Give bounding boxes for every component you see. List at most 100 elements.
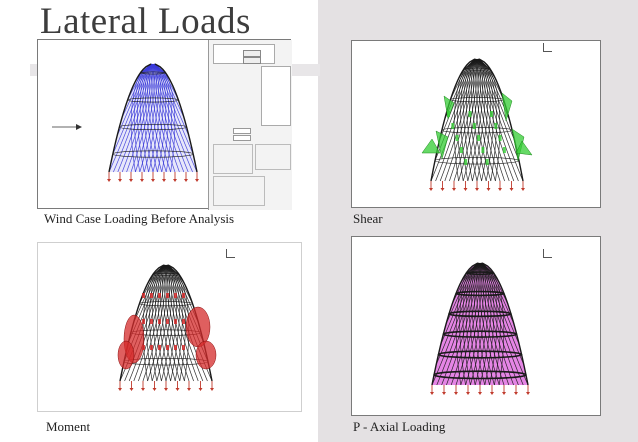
support-arrow — [430, 392, 434, 395]
dialog-factors-group[interactable] — [213, 176, 265, 206]
lattice-member — [430, 58, 477, 182]
lattice-member — [435, 58, 477, 182]
support-arrow — [140, 179, 144, 182]
wind-case-viewport[interactable] — [37, 39, 292, 210]
support-arrow — [466, 392, 470, 395]
support-arrow — [107, 179, 111, 182]
moment-marker — [174, 319, 177, 324]
support-arrow — [442, 392, 446, 395]
shear-diagram — [435, 130, 449, 160]
lattice-member — [139, 63, 157, 173]
moment-viewport[interactable] — [37, 242, 302, 412]
lattice-member — [481, 262, 498, 386]
lattice-member — [154, 63, 173, 173]
wind-caption: Wind Case Loading Before Analysis — [44, 211, 235, 226]
lattice-member — [481, 262, 505, 386]
support-arrow — [502, 392, 506, 395]
support-arrow — [118, 388, 122, 391]
support-arrow — [195, 179, 199, 182]
lattice-member — [441, 262, 480, 386]
shear-marker — [485, 159, 489, 165]
shear-viewport[interactable] — [351, 40, 601, 208]
lattice-member — [439, 58, 477, 141]
support-arrow — [440, 188, 445, 191]
support-arrow — [141, 388, 145, 391]
lattice-member — [133, 264, 165, 324]
lattice-member — [154, 63, 167, 173]
moment-marker — [158, 293, 161, 298]
lattice-member — [112, 63, 153, 155]
support-arrow — [151, 179, 155, 182]
moment-structure-drawing — [117, 264, 217, 391]
moment-diagram — [195, 340, 217, 370]
moment-marker — [174, 345, 177, 350]
shear-marker — [468, 111, 472, 117]
support-arrow — [173, 179, 177, 182]
lattice-member — [161, 264, 175, 382]
lattice-member — [472, 58, 486, 182]
lattice-member — [440, 262, 479, 345]
dialog-field-1[interactable] — [233, 128, 251, 134]
lattice-member — [446, 262, 481, 386]
moment-marker — [142, 293, 145, 298]
lattice-member — [481, 262, 495, 386]
lattice-member — [116, 63, 153, 137]
shear-marker — [481, 147, 485, 153]
dialog-button-a[interactable] — [243, 50, 261, 57]
support-arrow — [152, 388, 157, 391]
moment-marker — [174, 293, 177, 298]
lattice-member — [435, 262, 480, 365]
axial-viewport[interactable] — [351, 236, 601, 416]
support-arrow — [210, 388, 214, 391]
support-arrow — [498, 188, 502, 191]
lattice-member — [478, 58, 497, 182]
dialog-button-b[interactable] — [243, 57, 261, 64]
lattice-group — [107, 63, 199, 182]
moment-diagram — [117, 340, 135, 370]
support-arrow — [118, 179, 122, 182]
moment-marker — [150, 319, 153, 324]
moment-marker — [150, 293, 153, 298]
axis-triad-icon — [543, 249, 552, 258]
dialog-options-group[interactable] — [213, 144, 253, 174]
shear-marker — [490, 111, 493, 117]
lattice-member — [117, 63, 153, 173]
lattice-member — [450, 262, 481, 386]
moment-marker — [158, 345, 161, 350]
lattice-member — [477, 58, 524, 182]
support-arrow — [514, 392, 518, 395]
moment-marker — [182, 293, 185, 298]
lattice-member — [130, 63, 154, 173]
moment-marker — [166, 293, 169, 298]
support-arrow — [129, 388, 134, 391]
lattice-member — [156, 264, 173, 382]
moment-marker — [182, 345, 185, 350]
lattice-member — [462, 58, 482, 182]
moment-marker — [142, 319, 145, 324]
lattice-member — [439, 58, 477, 182]
lattice-member — [449, 58, 478, 182]
lattice-member — [451, 262, 479, 304]
lattice-member — [478, 58, 494, 182]
load-settings-dialog[interactable] — [208, 40, 292, 210]
support-arrow — [184, 179, 188, 182]
support-arrow — [490, 392, 494, 395]
page-title: Lateral Loads — [40, 1, 251, 42]
support-arrow — [452, 188, 456, 191]
lattice-member — [147, 264, 169, 382]
lattice-member — [431, 262, 480, 386]
moment-marker — [166, 345, 169, 350]
lattice-member — [478, 58, 501, 182]
axis-triad-icon — [543, 43, 552, 52]
dome-outline-right — [481, 262, 529, 386]
shear-marker — [455, 135, 459, 141]
dialog-field-2[interactable] — [233, 135, 251, 141]
lattice-member — [143, 63, 159, 173]
support-arrow — [463, 188, 468, 191]
axial-structure-drawing — [430, 262, 530, 395]
dialog-options-group-2[interactable] — [255, 144, 291, 170]
lattice-member — [135, 63, 156, 173]
ring-member — [152, 273, 180, 277]
shear-diagram — [443, 95, 455, 120]
lattice-member — [467, 58, 484, 182]
